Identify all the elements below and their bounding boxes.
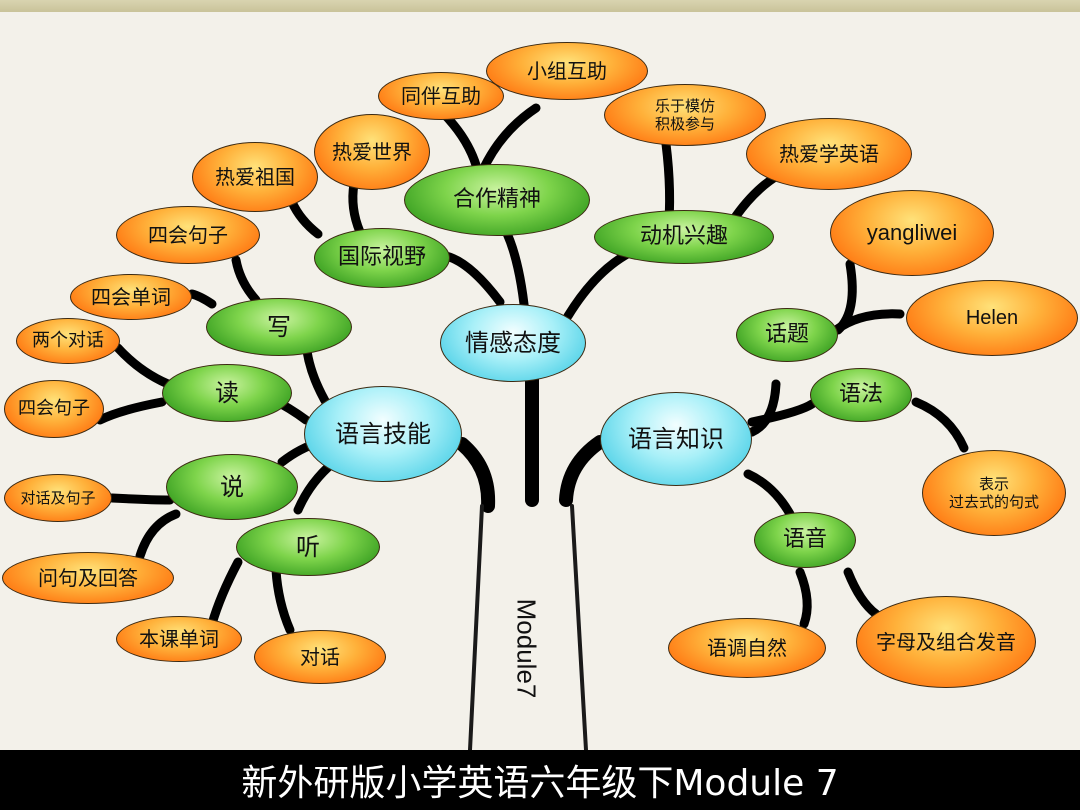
node-love-english: 热爱学英语 <box>746 118 912 190</box>
mind-map: 情感态度 语言技能 语言知识 合作精神 动机兴趣 国际视野 写 读 说 听 话题… <box>0 12 1080 750</box>
node-question-answer: 问句及回答 <box>2 552 174 604</box>
trunk-label: Module7 <box>506 588 546 708</box>
node-natural-tone: 语调自然 <box>668 618 826 678</box>
node-listen: 听 <box>236 518 380 576</box>
footer-title-bar: 新外研版小学英语六年级下Module 7 <box>0 750 1080 810</box>
node-speak: 说 <box>166 454 298 520</box>
node-dialogue: 对话 <box>254 630 386 684</box>
node-motivation: 动机兴趣 <box>594 210 774 264</box>
node-past-tense: 表示 过去式的句式 <box>922 450 1066 536</box>
node-peer-help: 同伴互助 <box>378 72 504 120</box>
node-language-knowledge: 语言知识 <box>600 392 752 486</box>
node-four-words: 四会单词 <box>70 274 192 320</box>
node-read: 读 <box>162 364 292 422</box>
node-grammar: 语法 <box>810 368 912 422</box>
node-topic: 话题 <box>736 308 838 362</box>
node-write: 写 <box>206 298 352 356</box>
node-love-world: 热爱世界 <box>314 114 430 190</box>
node-phonetics: 语音 <box>754 512 856 568</box>
footer-title: 新外研版小学英语六年级下Module 7 <box>241 763 839 804</box>
node-two-dialogues: 两个对话 <box>16 318 120 364</box>
node-helen: Helen <box>906 280 1078 356</box>
node-language-skills: 语言技能 <box>304 386 462 482</box>
node-dialogue-sentences: 对话及句子 <box>4 474 112 522</box>
node-love-country: 热爱祖国 <box>192 142 318 212</box>
node-group-help: 小组互助 <box>486 42 648 100</box>
node-imitate-participate: 乐于模仿 积极参与 <box>604 84 766 146</box>
node-letter-sounds: 字母及组合发音 <box>856 596 1036 688</box>
node-lesson-words: 本课单词 <box>116 616 242 662</box>
node-international-view: 国际视野 <box>314 228 450 288</box>
top-accent-bar <box>0 0 1080 12</box>
trunk-label-text: Module7 <box>511 598 542 698</box>
node-cooperation: 合作精神 <box>404 164 590 236</box>
node-yangliwei: yangliwei <box>830 190 994 276</box>
node-center-attitude: 情感态度 <box>440 304 586 382</box>
node-four-sentences-read: 四会句子 <box>4 380 104 438</box>
node-four-sentences-write: 四会句子 <box>116 206 260 264</box>
